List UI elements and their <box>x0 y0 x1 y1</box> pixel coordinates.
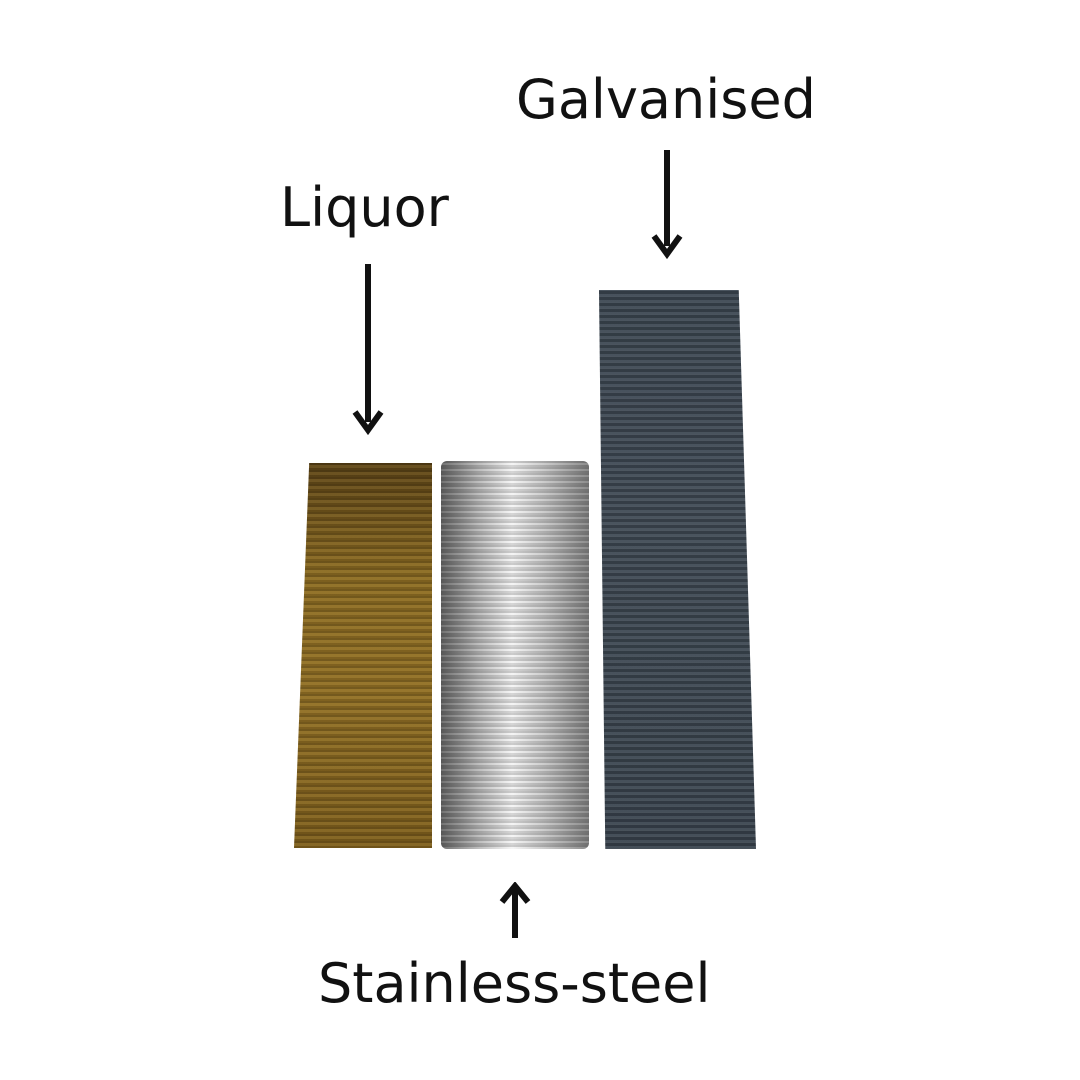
stainless-steel-staple-strip <box>441 461 589 849</box>
label-liquor: Liquor <box>280 176 449 239</box>
arrow-down-icon <box>352 264 384 436</box>
galvanised-staple-strip <box>599 290 756 849</box>
arrow-down-icon <box>651 150 683 260</box>
arrow-up-icon <box>499 882 531 938</box>
label-stainless-steel: Stainless-steel <box>318 952 711 1015</box>
label-galvanised: Galvanised <box>516 68 816 131</box>
liquor-staple-strip <box>294 463 432 848</box>
